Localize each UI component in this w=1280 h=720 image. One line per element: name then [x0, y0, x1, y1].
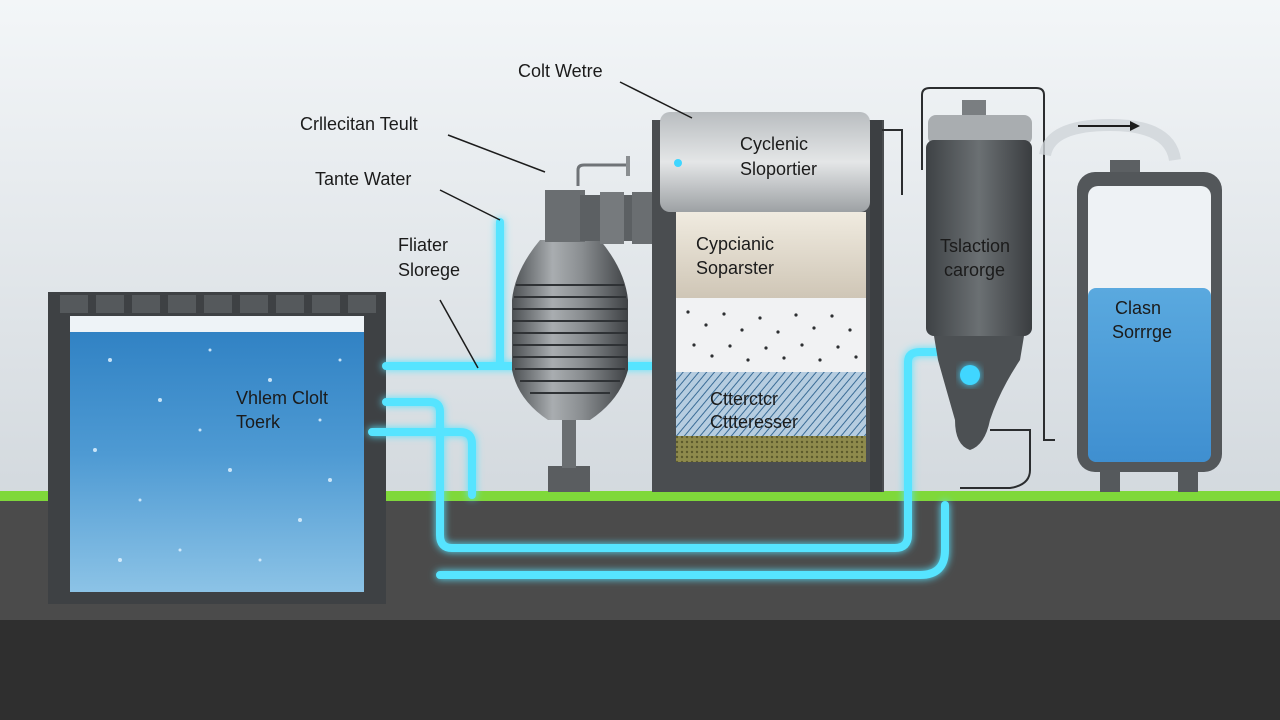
arrow-right-icon — [1078, 121, 1140, 131]
cyclonic-top-label-line2: Sloportier — [740, 159, 817, 179]
tower-cap — [962, 100, 986, 116]
drum-inlet-dot — [674, 159, 682, 167]
clean-tank-leg-left — [1100, 470, 1120, 492]
filter-vessel — [512, 156, 665, 492]
callout-lines — [439, 81, 693, 369]
vessel-flange — [600, 192, 624, 244]
filter-bottom-label-line1: Ctterctcr — [710, 389, 778, 409]
cyclonic-separator: Cyclenic Sloportier Cypcianic Soparster … — [652, 112, 903, 492]
clean-label-line1: Clasn — [1115, 298, 1161, 318]
main-tank-water — [70, 316, 364, 592]
pipe-bottom — [436, 501, 949, 579]
main-tank-label-line2: Toerk — [236, 412, 281, 432]
tower-drain — [960, 429, 1031, 489]
clean-label-line2: Sorrrge — [1112, 322, 1172, 342]
grass-line — [0, 491, 1280, 501]
separator-drum — [660, 112, 870, 212]
main-tank-crenels — [60, 295, 376, 313]
callout-filter-storage — [439, 299, 479, 369]
clean-tank-leg-right — [1178, 470, 1198, 492]
callout-tante-water — [439, 189, 501, 221]
separator-right-post — [870, 120, 882, 492]
filter-bottom-label-line2: Cttteresser — [710, 412, 798, 432]
cyclonic-mid-label-line2: Soparster — [696, 258, 774, 278]
vessel-stand — [562, 418, 576, 468]
tower-top-loop — [921, 87, 1055, 441]
hatched-filter-layer — [676, 372, 866, 436]
tower-label-line1: Tslaction — [940, 236, 1010, 256]
particle-layer — [676, 298, 866, 372]
cyclonic-mid-label-line1: Cypcianic — [696, 234, 774, 254]
vessel-valve — [626, 156, 630, 176]
label-colt-wetre: Colt Wetre — [518, 61, 603, 81]
tower-cone — [934, 336, 1024, 450]
main-tank: Vhlem Clolt Toerk — [48, 292, 386, 604]
label-filter-storage-line2: Slorege — [398, 260, 460, 280]
pipe-middle — [382, 348, 964, 552]
label-collection-tank: Crllecitan Teult — [300, 114, 418, 134]
pipe-lower — [368, 428, 476, 499]
tower-valve-glow — [960, 365, 980, 385]
label-filter-storage-line1: Fliater — [398, 235, 448, 255]
vessel-neck — [545, 190, 585, 242]
clean-storage-tank: Clasn Sorrrge — [1039, 118, 1222, 492]
main-tank-label-line1: Vhlem Clolt — [236, 388, 328, 408]
vessel-base — [548, 466, 590, 492]
cyclonic-top-label-line1: Cyclenic — [740, 134, 808, 154]
ground-deep — [0, 620, 1280, 720]
gravel-layer — [676, 436, 866, 462]
tower-top — [928, 115, 1032, 145]
clean-tank-top-fitting — [1110, 160, 1140, 172]
water-sparkles — [93, 348, 342, 562]
clean-tank-water — [1088, 288, 1211, 462]
tower-unit: Tslaction carorge — [921, 87, 1055, 489]
callout-colt-wetre — [619, 81, 693, 119]
tower-body — [926, 140, 1032, 336]
vessel-small-pipe — [576, 163, 628, 186]
separator-return-pipe — [882, 129, 903, 195]
particles — [686, 310, 858, 362]
tower-label-line2: carorge — [944, 260, 1005, 280]
vessel-ribs — [513, 284, 627, 394]
sand-layer — [676, 212, 866, 298]
label-tante-water: Tante Water — [315, 169, 411, 189]
main-tank-surface — [70, 316, 364, 332]
callout-collection-tank — [447, 134, 546, 173]
